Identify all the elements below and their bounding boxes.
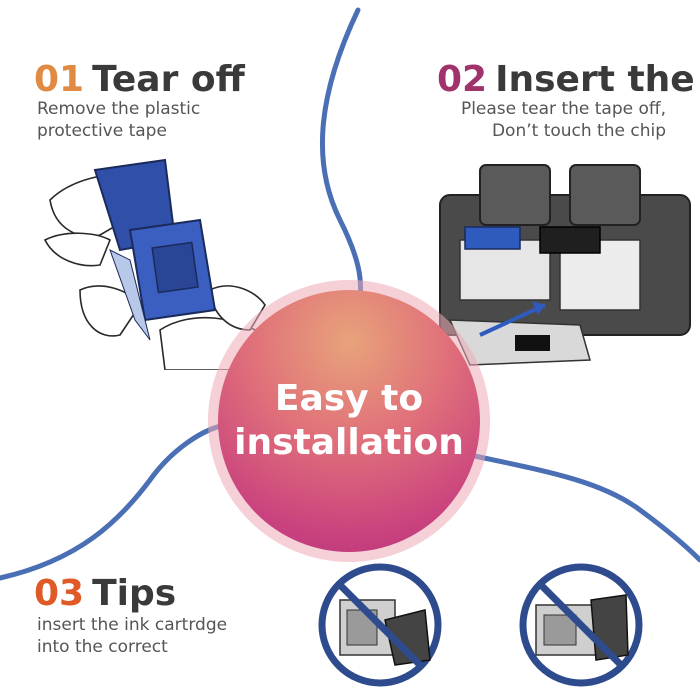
prohibited-icon [318,563,442,687]
step-1-number: 01 [34,59,85,100]
printer-carriage-icon [439,164,691,336]
hand-holding-cartridge-illustration [43,158,271,370]
cartridge-tray-icon [448,319,591,366]
step-2-description: Please tear the tape off, Don’t touch th… [420,98,666,142]
step-2-desc-line-1: Please tear the tape off, [460,99,666,119]
step-3-desc-line-2: into the correct [37,637,168,657]
step-1-title: Tear off [92,59,245,100]
step-1-desc-line-1: Remove the plastic [37,99,201,119]
printer-carriage-illustration [439,164,691,366]
step-2-number: 02 [437,59,488,100]
step-3-desc-line-1: insert the ink cartrdge [37,615,228,635]
divider-top [319,7,364,303]
divider-right [467,452,700,563]
prohibited-icon [519,563,643,687]
step-2-desc-line-2: Don’t touch the chip [491,121,666,141]
step-1-desc-line-2: protective tape [37,121,167,141]
arrow-icon [479,301,546,337]
center-badge-line-2: installation [234,422,464,463]
step-2-title: Insert the [495,59,695,100]
cartridge-icon [93,158,217,341]
step-3-title: Tips [92,573,177,614]
step-3-description: insert the ink cartrdge into the correct [37,614,257,658]
divider-left [0,422,228,581]
center-badge-line-1: Easy to [274,378,424,419]
center-badge: Easy to installation [218,290,480,552]
step-1-description: Remove the plastic protective tape [37,98,237,142]
step-3-number: 03 [34,573,85,614]
